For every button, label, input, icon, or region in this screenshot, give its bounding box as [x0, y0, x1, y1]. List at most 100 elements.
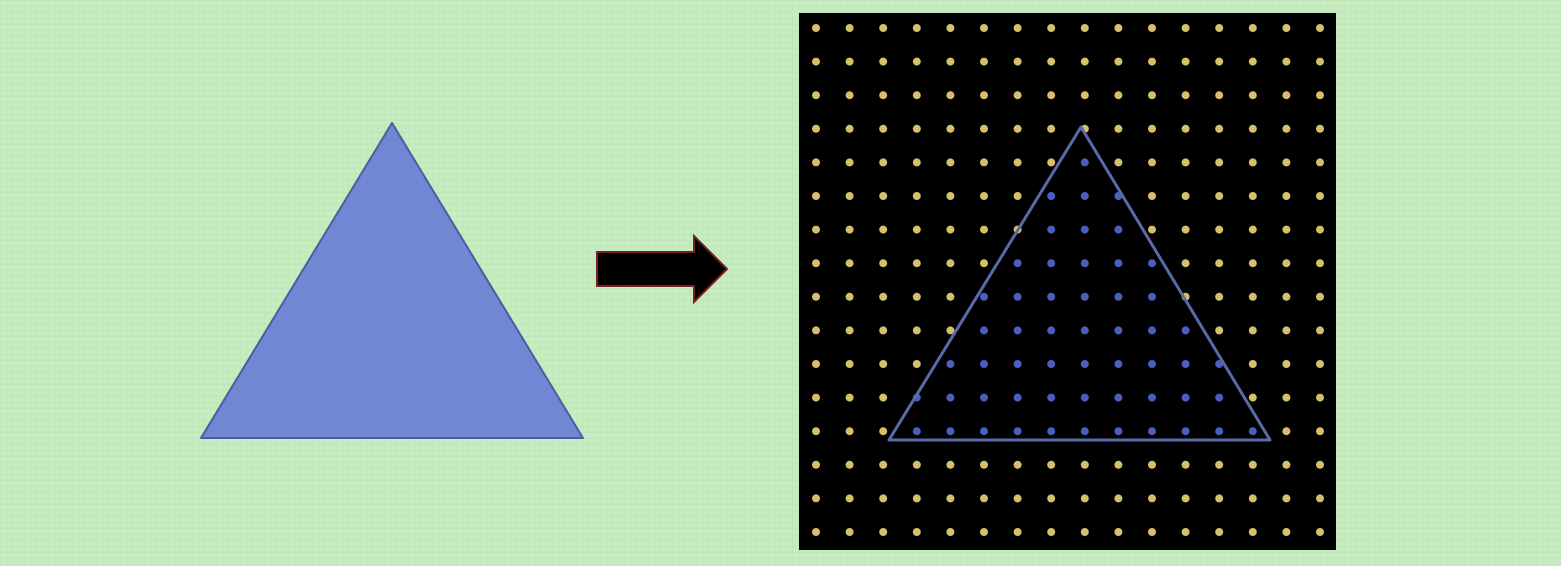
- pixel-dot-outside: [1215, 225, 1224, 234]
- pixel-dot-outside: [980, 259, 988, 268]
- pixel-dot-outside: [879, 427, 888, 436]
- pixel-dot-outside: [1282, 494, 1291, 503]
- pixel-dot-outside: [1316, 494, 1324, 503]
- pixel-dot-outside: [1282, 292, 1291, 301]
- pixel-dot-outside: [1316, 192, 1324, 200]
- pixel-dot-inside: [1013, 259, 1022, 268]
- pixel-dot-outside: [946, 494, 955, 503]
- pixel-dot-outside: [1181, 158, 1190, 167]
- pixel-dot-inside: [1013, 360, 1022, 368]
- pixel-dot-outside: [1282, 360, 1291, 368]
- pixel-dot-outside: [1148, 225, 1156, 234]
- pixel-dot-outside: [1316, 528, 1324, 536]
- pixel-dot-outside: [912, 360, 921, 368]
- pixel-dot-outside: [1013, 528, 1022, 536]
- pixel-dot-outside: [946, 460, 955, 469]
- pixel-dot-outside: [1181, 91, 1190, 100]
- pixel-dot-outside: [912, 24, 921, 32]
- pixel-dot-outside: [912, 124, 921, 133]
- pixel-dot-outside: [879, 259, 888, 268]
- pixel-dot-outside: [879, 158, 888, 167]
- pixel-dot-outside: [1181, 24, 1190, 32]
- pixel-dot-outside: [1282, 326, 1291, 335]
- pixel-dot-outside: [1316, 158, 1324, 167]
- pixel-dot-outside: [1316, 124, 1324, 133]
- pixel-dot-outside: [1282, 259, 1291, 268]
- pixel-dot-outside: [1013, 158, 1022, 167]
- pixel-dot-outside: [812, 259, 820, 268]
- pixel-dot-outside: [912, 326, 921, 335]
- pixel-dot-outside: [1316, 427, 1324, 436]
- pixel-dot-inside: [1181, 326, 1190, 335]
- pixel-dot-inside: [1114, 225, 1123, 234]
- pixel-dot-outside: [1080, 494, 1089, 503]
- source-triangle: [200, 122, 584, 439]
- pixel-dot-inside: [1181, 427, 1190, 436]
- pixel-dot-outside: [1080, 460, 1089, 469]
- pixel-dot-outside: [980, 192, 988, 200]
- pixel-dot-outside: [1282, 460, 1291, 469]
- pixel-dot-outside: [812, 225, 820, 234]
- pixel-dot-outside: [1181, 494, 1190, 503]
- pixel-dot-inside: [1114, 326, 1123, 335]
- pixel-dot-outside: [980, 494, 988, 503]
- pixel-dot-outside: [912, 494, 921, 503]
- pixel-dot-outside: [1282, 225, 1291, 234]
- pixel-dot-outside: [1248, 528, 1257, 536]
- pixel-dot-outside: [879, 57, 888, 66]
- pixel-dot-outside: [879, 91, 888, 100]
- pixel-dot-inside: [980, 326, 988, 335]
- pixel-dot-outside: [879, 124, 888, 133]
- pixel-dot-outside: [946, 225, 955, 234]
- pixel-dot-outside: [879, 225, 888, 234]
- pixel-dot-outside: [1114, 24, 1123, 32]
- pixel-dot-inside: [1080, 192, 1089, 200]
- pixel-dot-outside: [946, 292, 955, 301]
- pixel-dot-inside: [1148, 259, 1156, 268]
- pixel-dot-outside: [912, 259, 921, 268]
- pixel-dot-outside: [812, 494, 820, 503]
- pixel-dot-outside: [1114, 494, 1123, 503]
- pixel-dot-inside: [1013, 393, 1022, 402]
- pixel-dot-outside: [1316, 460, 1324, 469]
- pixel-dot-inside: [1080, 326, 1089, 335]
- pixel-dot-outside: [812, 57, 820, 66]
- pixel-dot-outside: [845, 393, 854, 402]
- pixel-dot-outside: [812, 360, 820, 368]
- pixel-dot-inside: [1215, 393, 1224, 402]
- pixel-dot-inside: [1181, 360, 1190, 368]
- pixel-dot-outside: [879, 326, 888, 335]
- pixel-dot-outside: [812, 393, 820, 402]
- pixel-dot-inside: [980, 360, 988, 368]
- pixel-dot-outside: [1282, 124, 1291, 133]
- pixel-dot-outside: [1047, 124, 1056, 133]
- pixel-dot-outside: [879, 192, 888, 200]
- pixel-dot-outside: [845, 427, 854, 436]
- pixel-dot-outside: [1080, 57, 1089, 66]
- pixel-dot-outside: [812, 91, 820, 100]
- pixel-dot-inside: [1080, 259, 1089, 268]
- pixel-dot-outside: [1080, 528, 1089, 536]
- pixel-dot-inside: [1080, 158, 1089, 167]
- pixel-dot-inside: [1047, 326, 1056, 335]
- pixel-dot-outside: [1148, 460, 1156, 469]
- pixel-dot-outside: [879, 494, 888, 503]
- pixel-dot-outside: [1013, 91, 1022, 100]
- pixel-dot-outside: [1282, 91, 1291, 100]
- pixel-dot-outside: [1181, 57, 1190, 66]
- pixel-dot-outside: [1181, 225, 1190, 234]
- pixel-dot-outside: [946, 528, 955, 536]
- pixel-dot-outside: [1114, 124, 1123, 133]
- pixel-dot-outside: [1013, 57, 1022, 66]
- pixel-dot-outside: [1181, 259, 1190, 268]
- pixel-dot-outside: [1047, 158, 1056, 167]
- pixel-dot-inside: [1114, 259, 1123, 268]
- pixel-dot-outside: [1282, 24, 1291, 32]
- pixel-dot-outside: [812, 292, 820, 301]
- pixel-dot-outside: [845, 292, 854, 301]
- pixel-dot-inside: [1047, 192, 1056, 200]
- pixel-dot-outside: [1316, 292, 1324, 301]
- pixel-dot-outside: [845, 57, 854, 66]
- pixel-dot-inside: [1047, 259, 1056, 268]
